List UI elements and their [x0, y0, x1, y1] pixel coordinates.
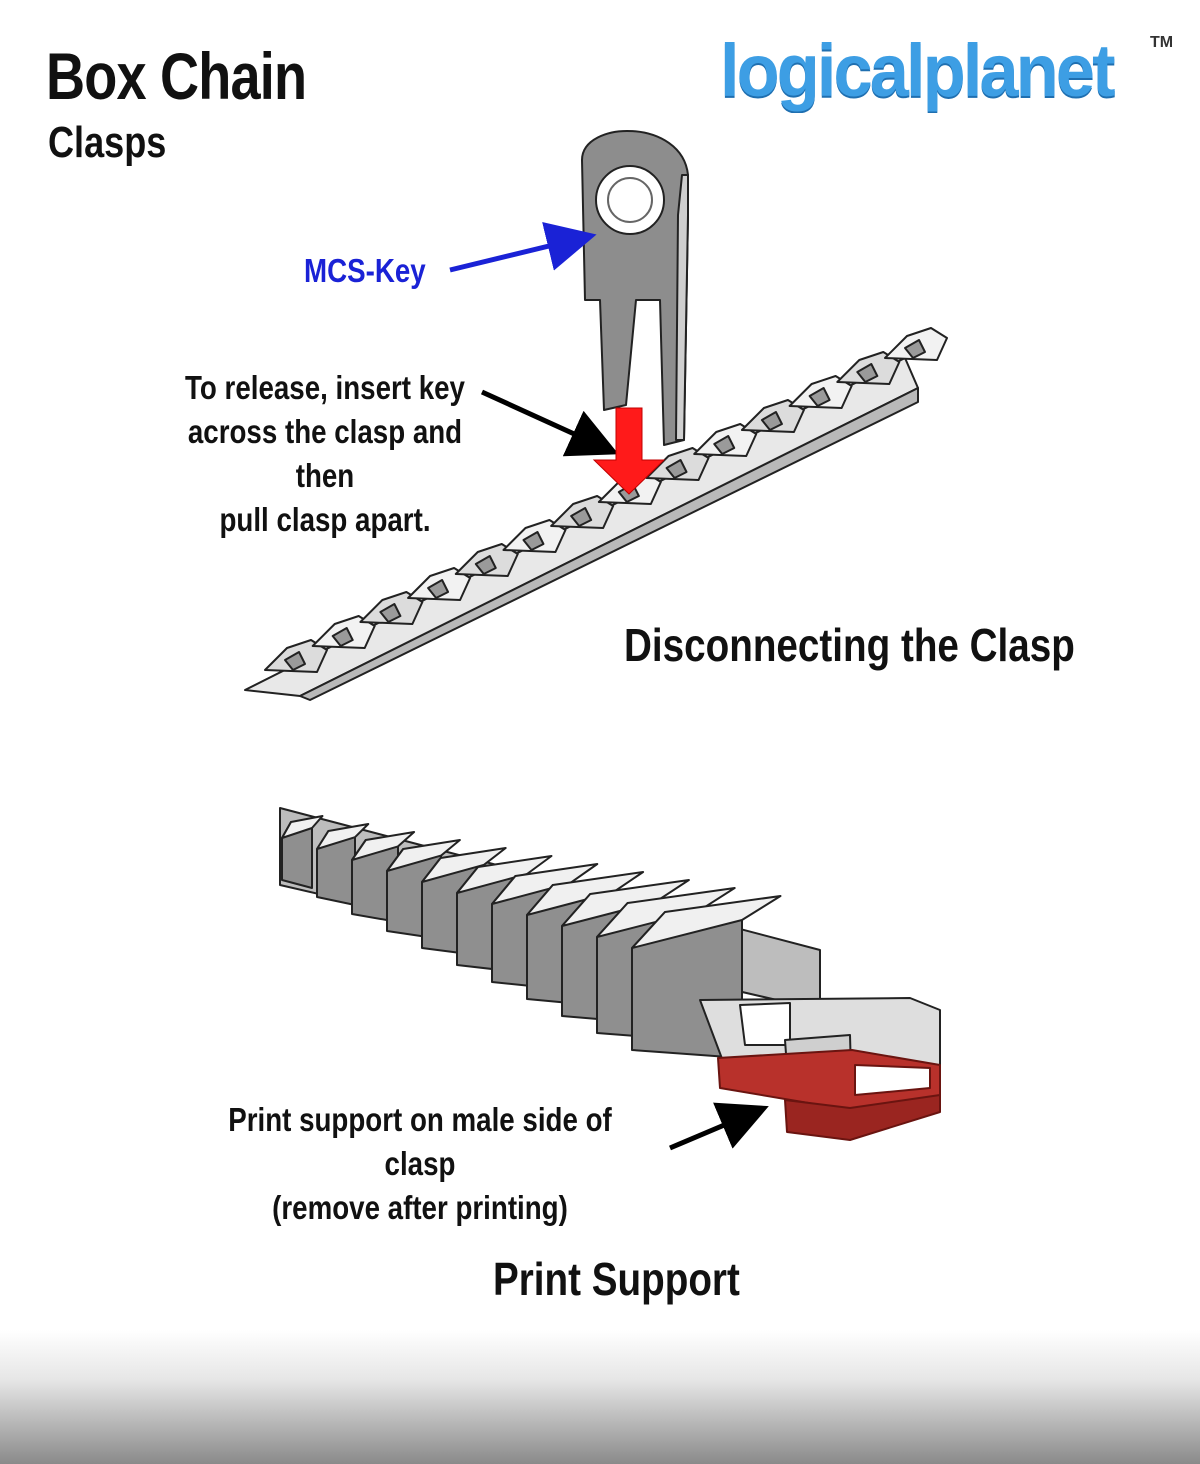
- mcs-key-label: MCS-Key: [304, 252, 426, 289]
- chain-link-top: [281, 815, 324, 839]
- chain-link-top: [386, 839, 461, 872]
- instruction-line: pull clasp apart.: [219, 501, 431, 538]
- chain-link-top: [631, 895, 782, 949]
- support-note-line: (remove after printing): [272, 1189, 568, 1226]
- instruction-line: To release, insert key: [185, 369, 465, 406]
- trademark-mark: TM: [1150, 34, 1174, 51]
- page-title: Box Chain: [46, 39, 307, 113]
- chain-link-top: [421, 847, 507, 883]
- chain-link-notch: [856, 363, 879, 383]
- chain-link-top: [316, 823, 370, 850]
- chain-link-notch: [570, 507, 593, 527]
- chain-link-notch: [760, 411, 783, 431]
- release-instructions: To release, insert key across the clasp …: [161, 366, 489, 542]
- chain-link-top: [491, 863, 599, 905]
- chain-link-notch: [713, 435, 736, 455]
- brand-logo: logicalplanet TM: [720, 28, 1173, 113]
- key-label-arrow: [449, 221, 597, 273]
- instruction-arrow: [480, 389, 619, 457]
- chain-link-notch: [379, 603, 402, 623]
- chain-link-top: [351, 831, 416, 861]
- page-subtitle: Clasps: [48, 118, 167, 167]
- chain-link-notch: [331, 627, 354, 647]
- support-note-line: Print support on male side of clasp: [228, 1101, 612, 1182]
- chain-link-notch: [808, 387, 831, 407]
- box-chain-top: [244, 327, 948, 701]
- box-chain-bottom: [279, 807, 821, 1059]
- instruction-line: across the clasp and then: [187, 413, 463, 494]
- print-support: [717, 1049, 941, 1141]
- support-caption: Print Support: [493, 1253, 740, 1305]
- chain-link-notch: [904, 339, 926, 359]
- chain-link-notch: [474, 555, 497, 575]
- disconnect-caption: Disconnecting the Clasp: [624, 619, 1075, 671]
- chain-link-top: [456, 855, 553, 894]
- logo-wordmark: logicalplanet: [720, 29, 1115, 112]
- support-note-arrow: [669, 1102, 769, 1151]
- insert-direction-arrow: [592, 407, 666, 495]
- chain-link-notch: [665, 459, 688, 479]
- chain-link-notch: [427, 579, 450, 599]
- chain-link-notch: [284, 651, 306, 671]
- mcs-key-shape: [581, 129, 689, 446]
- support-note: Print support on male side of clasp (rem…: [193, 1098, 647, 1230]
- chain-link-notch: [522, 531, 545, 551]
